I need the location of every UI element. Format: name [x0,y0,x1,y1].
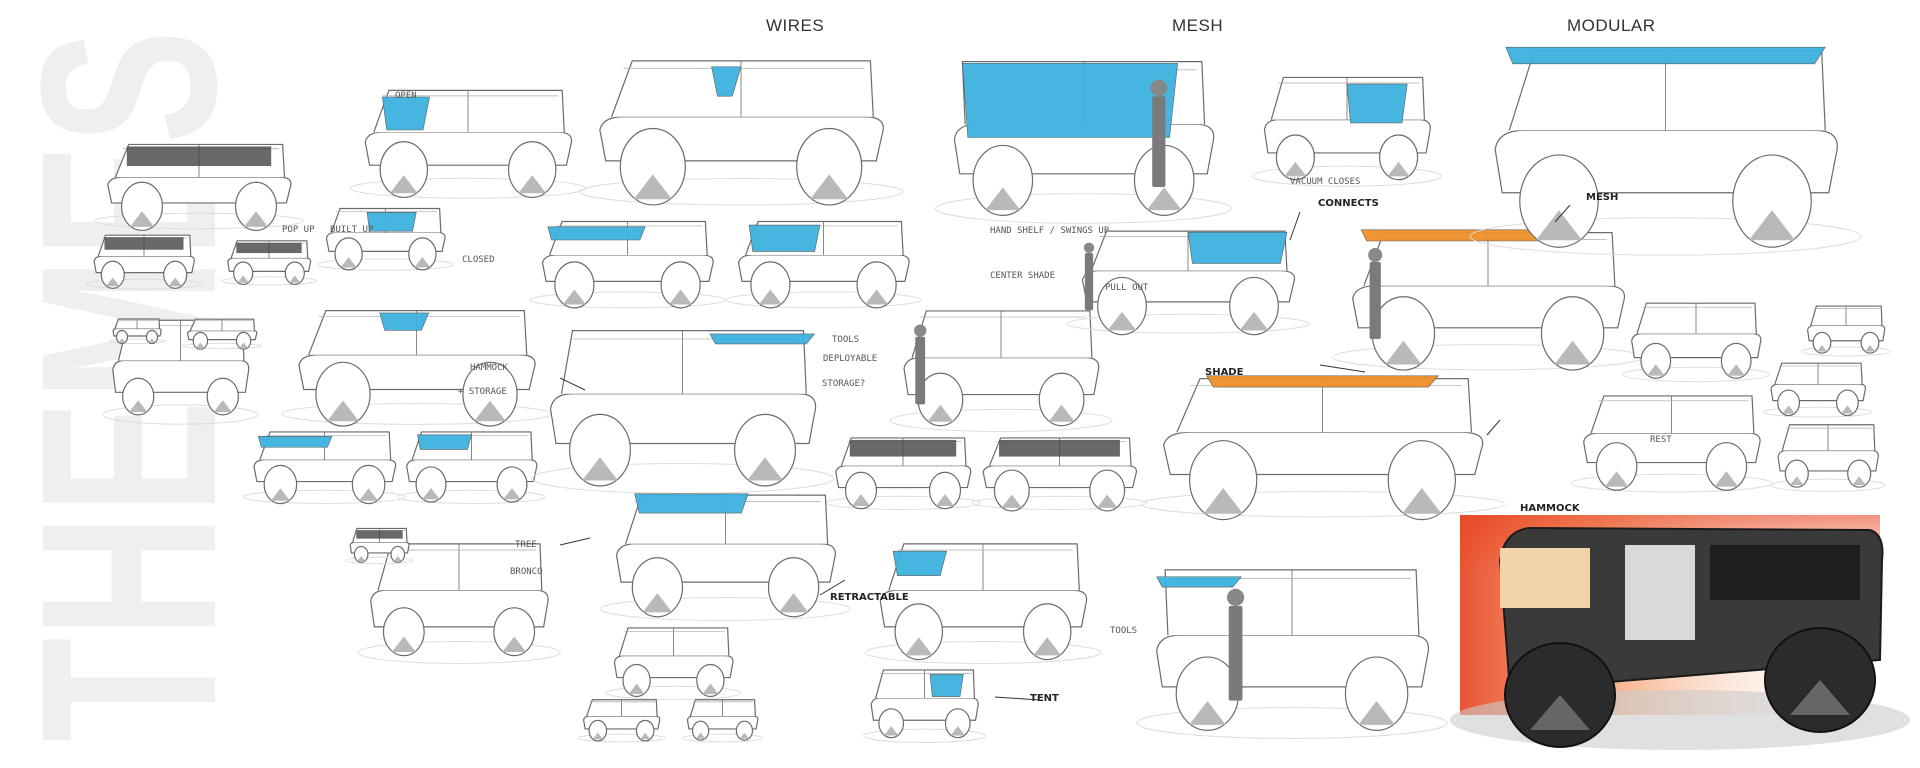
vehicle-sketch [605,627,742,700]
annotation-bronco: BRONCO [510,567,543,577]
vehicle-sketch [530,330,835,494]
vehicle-sketch [862,669,987,743]
annotation-mesh: MESH [1586,192,1618,203]
annotation-tools-deployable-2: DEPLOYABLE [823,354,877,364]
vehicle-sketch [1469,46,1862,256]
vehicle-sketch [681,699,764,743]
vehicle-sketch [1801,305,1891,357]
annotation-tent: TENT [1030,693,1059,704]
vehicle-sketch [357,543,561,664]
vehicle-sketch [1570,395,1773,493]
vehicle-sketch [889,310,1113,432]
annotation-tools-deployable-1: TOOLS [832,335,859,345]
sketch-layer [86,46,1910,750]
annotation-arrow [1554,204,1571,223]
annotation-pop-up: POP UP [282,225,315,235]
vehicle-sketch [396,431,547,504]
vehicle-sketch [243,431,406,505]
vehicle-sketch [577,699,666,743]
annotation-tools: TOOLS [1110,626,1137,636]
column-header-wires: WIRES [766,16,825,35]
vehicle-sketch [1066,230,1310,336]
annotation-hammock-storage-2: + STORAGE [458,387,507,397]
annotation-rest: REST [1650,435,1672,445]
annotation-arrow [1486,419,1501,436]
vehicle-sketch [600,493,851,622]
annotation-open: OPEN [395,91,417,101]
vehicle-sketch [181,318,263,350]
vehicle-sketch [1139,375,1506,521]
vehicle-sketch [864,543,1102,664]
annotation-arrow [994,696,1041,701]
vehicle-sketch [971,437,1148,512]
vehicle-sketch [1763,362,1873,418]
vehicle-sketch [1770,424,1886,492]
annotation-arrow [559,537,591,546]
vehicle-sketch [935,61,1232,224]
vehicle-sketch [86,234,202,290]
vehicle-sketch [1251,76,1443,187]
vehicle-sketch [1621,302,1771,383]
annotation-pull-out: PULL OUT [1105,283,1149,293]
annotation-tree: TREE [515,540,537,550]
annotation-hand-shelf: HAND SHELF / SWINGS UP [990,226,1110,236]
vehicle-sketch [281,310,552,427]
annotation-arrow [1319,364,1366,373]
annotation-arrow [1289,211,1301,241]
annotation-hammock: HAMMOCK [1520,503,1581,514]
vehicle-sketch [1332,229,1644,371]
annotation-built-up: BUILT UP [330,225,374,235]
annotation-layer: OPEN CLOSED POP UP BUILT UP HAMMOCK + STORAGE… [282,91,1672,704]
vehicle-sketch [578,60,904,206]
vehicle-sketch [221,240,317,286]
annotation-closed: CLOSED [462,255,495,265]
annotation-retractable: RETRACTABLE [830,592,909,603]
vehicle-sketch [94,143,304,232]
rendered-vehicle [1450,515,1910,750]
column-header-modular: MODULAR [1567,16,1656,35]
annotation-storage-q: STORAGE? [822,379,865,389]
vehicle-sketch [349,89,587,199]
vehicle-sketch [109,318,165,345]
annotation-center-shade: CENTER SHADE [990,271,1055,281]
annotation-hammock-storage-1: HAMMOCK [470,363,509,373]
annotation-shade: SHADE [1205,367,1244,378]
annotation-vacuum-closes: VACUUM CLOSES [1290,177,1360,187]
vehicle-sketch [725,220,922,309]
annotation-arrow [819,579,846,596]
vehicle-sketch [317,207,454,271]
vehicle-sketch [345,527,414,565]
vehicle-sketch [529,220,726,309]
vehicle-sketch [1136,569,1448,739]
column-header-mesh: MESH [1172,16,1224,35]
annotation-connects: CONNECTS [1318,198,1379,209]
annotation-arrow [559,377,586,391]
vehicle-sketch [825,437,981,510]
